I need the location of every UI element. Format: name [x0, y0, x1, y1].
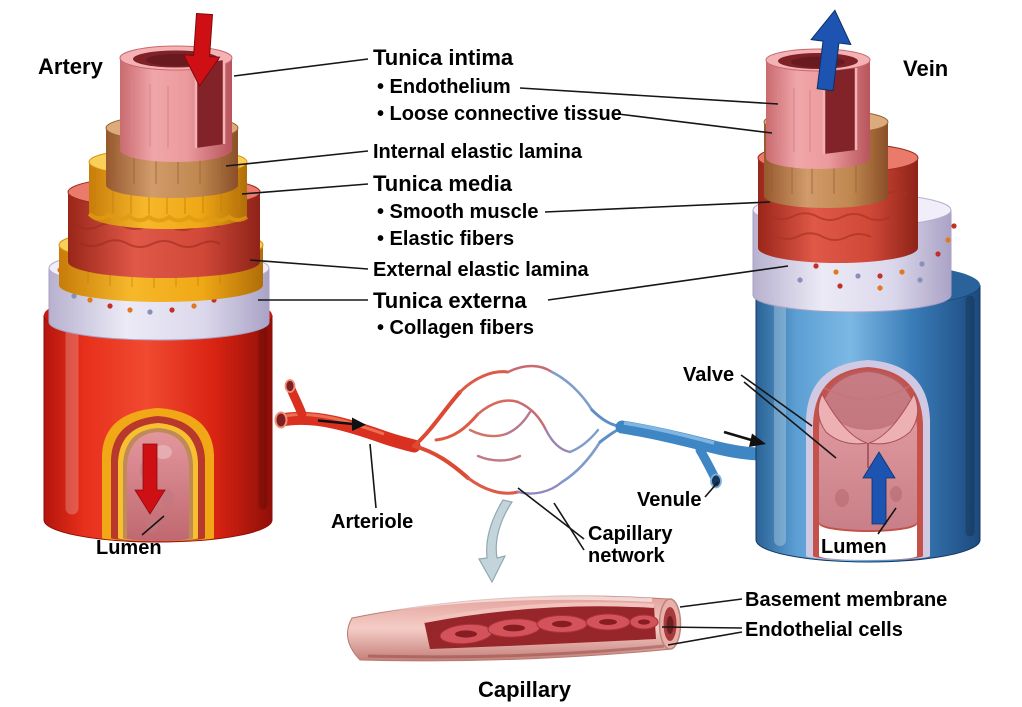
- artery-lumen-cutaway: [102, 408, 214, 541]
- label-artery: Artery: [38, 54, 103, 79]
- label-endothelium: • Endothelium: [377, 76, 511, 98]
- venule-flow-arrow: [723, 430, 766, 447]
- label-venule: Venule: [637, 489, 702, 511]
- label-valve: Valve: [683, 364, 735, 386]
- vein-endothelium-tube: [765, 48, 871, 169]
- leader-lumen-artery: [141, 515, 165, 536]
- leader-capillary-network-2: [553, 502, 585, 551]
- arterial-inflow-arrow: [182, 12, 221, 87]
- label-tunica-externa: Tunica externa: [373, 288, 527, 313]
- leader-valve-2: [743, 381, 837, 459]
- label-capillary-network: Capillary network: [588, 523, 673, 568]
- label-smooth-muscle: • Smooth muscle: [377, 201, 539, 223]
- capillary-network-illustration: [274, 364, 769, 495]
- label-arteriole: Arteriole: [331, 511, 414, 533]
- vein-lumen-cutaway: [806, 360, 930, 560]
- venous-outflow-arrow: [810, 9, 852, 92]
- leader-tunica-externa-vein: [547, 265, 789, 301]
- label-vein: Vein: [903, 56, 949, 81]
- capillary-zoom-arrow: [478, 499, 513, 584]
- capillary-illustration: [347, 499, 682, 662]
- leader-endothelial-cells-2: [667, 631, 743, 646]
- label-tunica-media: Tunica media: [373, 171, 512, 196]
- venule-cut-opening: [710, 473, 722, 489]
- artery-illustration: [43, 45, 273, 543]
- leader-endothelium-vein: [519, 87, 779, 105]
- leader-endothelial-cells-1: [661, 626, 743, 629]
- leader-loose-connective-vein: [617, 113, 773, 134]
- capillary-cut-window: [423, 602, 659, 649]
- leader-valve-1: [740, 374, 813, 427]
- label-tunica-intima: Tunica intima: [373, 45, 514, 70]
- capillary-endothelial-cells: [439, 613, 659, 645]
- label-loose-connective-tissue: • Loose connective tissue: [377, 103, 622, 125]
- arteriole-flow-arrow: [317, 417, 366, 431]
- leader-tunica-media-artery: [241, 183, 369, 195]
- artery-endothelium-tube: [119, 45, 233, 162]
- label-external-elastic-lamina: External elastic lamina: [373, 259, 589, 281]
- label-capillary: Capillary: [478, 677, 571, 702]
- label-internal-elastic-lamina: Internal elastic lamina: [373, 141, 582, 163]
- label-lumen-artery: Lumen: [96, 537, 162, 559]
- leader-arteriole: [369, 443, 377, 509]
- arteriole-cut-opening: [274, 411, 288, 429]
- label-endothelial-cells: Endothelial cells: [745, 619, 903, 641]
- vein-lumen-flow-arrow: [862, 451, 896, 525]
- vein-illustration: [752, 48, 981, 563]
- label-basement-membrane: Basement membrane: [745, 589, 948, 611]
- venule-vessel: [615, 420, 769, 489]
- vein-valve: [817, 392, 919, 468]
- leader-venule: [704, 481, 719, 498]
- leader-tunica-media-vein: [544, 201, 771, 213]
- leader-lines: [141, 58, 897, 646]
- leader-internal-elastic-lamina-artery: [225, 150, 369, 167]
- capillary-mesh: [412, 364, 624, 495]
- leader-capillary-network-1: [517, 487, 585, 540]
- flow-arrows: [134, 9, 896, 525]
- label-elastic-fibers: • Elastic fibers: [377, 228, 515, 250]
- leader-tunica-intima-artery: [233, 58, 369, 77]
- arteriole-vessel: [274, 379, 421, 453]
- label-collagen-fibers: • Collagen fibers: [377, 317, 535, 339]
- leader-lumen-vein: [877, 507, 897, 535]
- leader-basement-membrane: [679, 598, 743, 608]
- arteriole-branch-opening: [284, 379, 296, 393]
- artery-lumen-flow-arrow: [134, 443, 166, 515]
- label-lumen-vein: Lumen: [821, 536, 887, 558]
- capillary-opening: [658, 598, 682, 650]
- leader-external-elastic-lamina-artery: [249, 259, 369, 270]
- artery-wall-notch: [196, 60, 224, 148]
